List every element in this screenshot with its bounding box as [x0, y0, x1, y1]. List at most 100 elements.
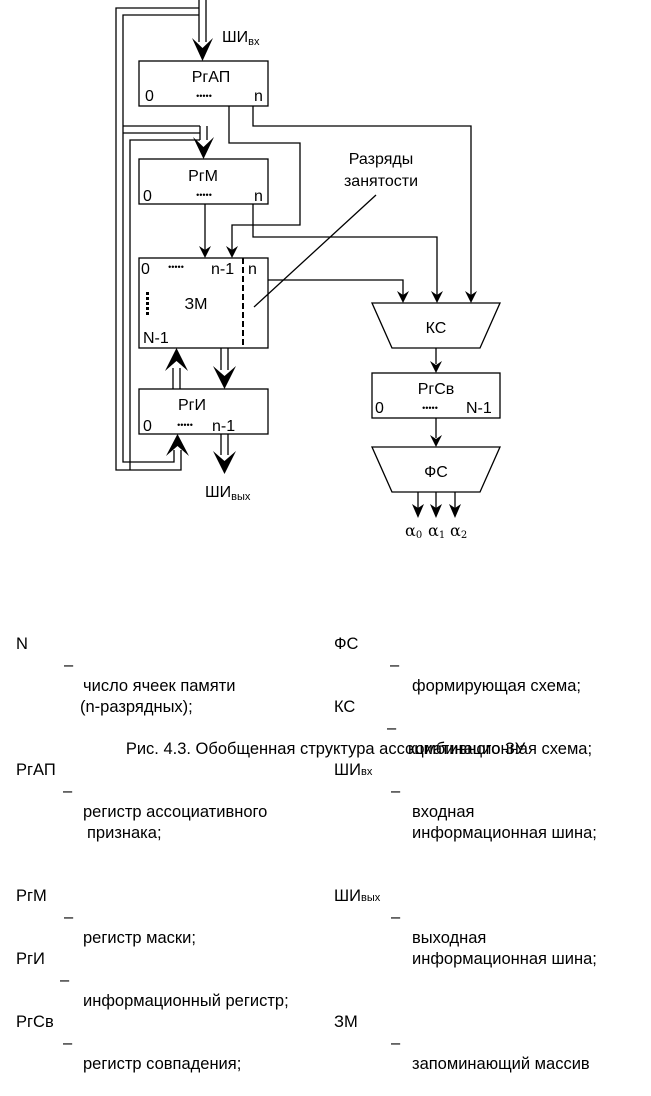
- rgm-to-zm-arrow: [199, 246, 211, 258]
- bus-in-label: ШИвх: [222, 29, 260, 48]
- input-bus-line: [198, 0, 207, 42]
- ks-input-arrow-2: [431, 291, 443, 303]
- legend-item-n-cont: (n-разрядных);: [16, 676, 326, 716]
- legend-key: РгИ: [16, 950, 45, 968]
- rgsv-title: РгСв: [418, 381, 455, 398]
- legend-key-main: ШИ: [334, 761, 361, 779]
- output-arrow-0: [412, 504, 424, 518]
- feedback-loop-outer: [115, 7, 199, 471]
- zm-to-rgi-bus: [220, 348, 229, 370]
- legend-key: КС: [334, 698, 356, 716]
- fs-block: [370, 446, 502, 493]
- annotation-line-2: занятости: [344, 173, 418, 190]
- legend-item-rgsv: РгСв – регистр совпадения;: [16, 991, 326, 1073]
- legend-dash: –: [391, 1034, 401, 1052]
- output-label-1: α1: [428, 521, 445, 541]
- rgm-n-to-ks-line: [252, 204, 438, 295]
- legend-left: N – число ячеек памяти (n-разрядных); Рг…: [16, 571, 326, 1073]
- rgi-bit-n-1: n-1: [212, 418, 235, 435]
- rgap-dots: •••••: [196, 91, 212, 101]
- legend-item-bus-out-cont: информационная шина;: [334, 928, 644, 968]
- output-label-2: α2: [450, 521, 467, 541]
- rgm-title: РгМ: [188, 168, 218, 185]
- ks-input-arrow-1: [397, 291, 409, 303]
- loop-to-rgi-arrow: [166, 434, 189, 456]
- rgap-to-zm-line: [228, 106, 301, 250]
- legend-key: РгСв: [16, 1013, 54, 1031]
- bus-out-label: ШИвых: [205, 484, 251, 503]
- output-arrow-2: [449, 504, 461, 518]
- rgm-input-arrow: [193, 137, 214, 159]
- legend-item-fs: ФС – формирующая схема;: [334, 613, 644, 695]
- legend-value: запоминающий массив: [412, 1055, 590, 1073]
- legend-right: ФС – формирующая схема; КС – комбинацион…: [334, 571, 644, 1073]
- rgsv-to-fs-arrow: [430, 435, 442, 447]
- rgi-to-zm-bus: [172, 368, 181, 389]
- zm-bit-0: 0: [141, 261, 150, 278]
- output-arrow-1: [430, 504, 442, 518]
- ks-input-arrow-3: [465, 291, 477, 303]
- legend-key-sub: вых: [360, 892, 381, 904]
- legend-dash: –: [387, 719, 397, 737]
- legend-item-n: N – число ячеек памяти: [16, 613, 326, 695]
- legend-key: ШИвых: [334, 886, 380, 909]
- rgi-to-bus-out: [220, 434, 229, 455]
- legend-value: регистр совпадения;: [83, 1055, 242, 1073]
- annotation-leader-line: [253, 194, 377, 308]
- rgsv-dots: •••••: [422, 403, 438, 413]
- legend-key: N: [16, 635, 28, 653]
- zm-block: [138, 257, 269, 349]
- zm-vertical-dots: [146, 292, 149, 315]
- rgi-title: РгИ: [178, 397, 206, 414]
- figure-caption: Рис. 4.3. Обобщенная структура ассоциати…: [125, 740, 526, 758]
- zm-top-dots: •••••: [168, 262, 184, 272]
- fs-title: ФС: [424, 464, 448, 481]
- legend-item-ks: КС – комбинационная схема;: [334, 676, 644, 758]
- legend-key: ШИвх: [334, 760, 372, 783]
- legend-value: число ячеек памяти: [83, 677, 236, 695]
- legend-dash: –: [64, 908, 74, 926]
- rgap-bit-0: 0: [145, 88, 154, 105]
- zm-title: ЗМ: [185, 296, 208, 313]
- legend-value: (n-разрядных);: [80, 698, 193, 716]
- legend-dash: –: [60, 971, 70, 989]
- zm-to-rgi-arrow: [213, 366, 236, 389]
- legend-item-rgi: РгИ – информационный регистр;: [16, 928, 326, 1010]
- ks-title: КС: [426, 320, 447, 337]
- ks-to-rgsv-arrow: [430, 361, 442, 373]
- legend-dash: –: [390, 656, 400, 674]
- legend-value: формирующая схема;: [412, 677, 581, 695]
- legend-dash: –: [64, 656, 74, 674]
- legend-item-bus-in-cont: информационная шина;: [334, 802, 644, 842]
- rgi-to-zm-arrow: [165, 348, 188, 371]
- rgm-bit-n: n: [254, 188, 263, 205]
- rgap-title: РгАП: [192, 69, 231, 86]
- rgap-to-zm-arrow: [226, 246, 238, 258]
- legend-item-rgap-cont: признака;: [16, 802, 326, 842]
- zm-row-n-1: N-1: [143, 330, 169, 347]
- zm-bit-n-1: n-1: [211, 261, 234, 278]
- feedback-loop-inner: [123, 125, 208, 470]
- associative-memory-diagram: ШИвх РгАП 0 ••••• n РгМ 0 ••••• n 0 ••••…: [115, 0, 502, 541]
- rgsv-block: [371, 372, 501, 419]
- legend-item-rgm: РгМ – регистр маски;: [16, 865, 326, 947]
- rgi-block: [138, 388, 269, 435]
- legend-value: комбинационная схема;: [408, 740, 593, 758]
- rgap-block: [138, 60, 269, 107]
- rgm-bit-0: 0: [143, 188, 152, 205]
- annotation-line-1: Разряды: [349, 151, 413, 168]
- zm-n-to-ks-line: [268, 279, 404, 295]
- legend-key-main: ШИ: [334, 887, 361, 905]
- legend-key: ЗМ: [334, 1013, 358, 1031]
- rgm-dots: •••••: [196, 190, 212, 200]
- bus-out-arrow: [213, 451, 236, 474]
- legend-dash: –: [391, 782, 401, 800]
- rgsv-bit-0: 0: [375, 400, 384, 417]
- legend-key: РгАП: [16, 761, 56, 779]
- rgsv-bit-n-1: N-1: [466, 400, 492, 417]
- zm-bit-n: n: [248, 261, 257, 278]
- rgap-n-to-ks-line: [252, 106, 472, 295]
- legend-dash: –: [63, 1034, 73, 1052]
- input-bus-arrow: [192, 38, 213, 61]
- rgm-block: [138, 158, 269, 205]
